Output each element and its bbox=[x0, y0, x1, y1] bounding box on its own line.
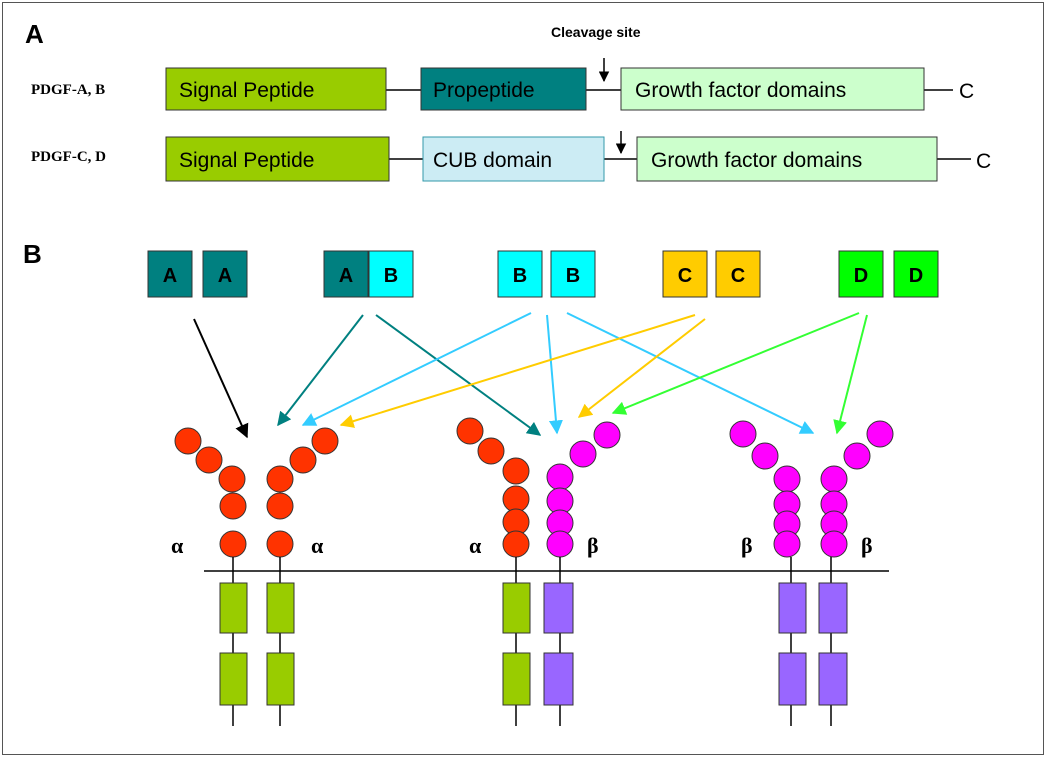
kinase-domain bbox=[543, 582, 574, 706]
kinase-domain bbox=[219, 582, 295, 706]
cub-domain-block bbox=[422, 136, 605, 182]
ligand-chain-label: C bbox=[678, 265, 692, 287]
ligand-chain-label: B bbox=[566, 265, 580, 287]
block-label: Propeptide bbox=[433, 79, 535, 102]
arrow-dd-to-beta-beta bbox=[833, 314, 868, 435]
ligand-chain-label: C bbox=[731, 265, 745, 287]
panel-a-label: A bbox=[25, 19, 44, 49]
growth-factor-block bbox=[620, 67, 925, 111]
block-label: Growth factor domains bbox=[651, 149, 862, 172]
block-label: Signal Peptide bbox=[179, 79, 314, 102]
kinase-domain bbox=[502, 582, 531, 706]
receptor-beta-beta: β β bbox=[729, 420, 894, 726]
arrow-bb-to-alpha-alpha bbox=[301, 312, 532, 426]
kinase-domain bbox=[778, 582, 848, 706]
arrow-cc-to-alpha-alpha bbox=[339, 314, 696, 428]
chain-label: α bbox=[171, 533, 184, 558]
arrow-bb-to-alpha-beta bbox=[546, 314, 563, 435]
ig-domain-chain bbox=[456, 417, 530, 558]
chain-label: β bbox=[587, 533, 599, 558]
growth-factor-block bbox=[636, 136, 938, 182]
arrow-cc-to-alpha-beta bbox=[577, 318, 706, 418]
row-label: PDGF-A, B bbox=[31, 82, 105, 98]
row-label: PDGF-C, D bbox=[31, 149, 106, 165]
chain-label: α bbox=[311, 533, 324, 558]
ligand-dimer-dd: D D bbox=[838, 250, 939, 298]
domain-row-pdgf-ab: PDGF-A, B Signal Peptide Propeptide Grow… bbox=[31, 58, 974, 111]
cleavage-site-label: Cleavage site bbox=[551, 24, 641, 40]
c-terminus-label: C bbox=[976, 150, 991, 173]
arrow-dd-to-alpha-beta bbox=[611, 312, 860, 415]
arrow-ab-to-alpha-alpha bbox=[277, 314, 364, 427]
chain-label: β bbox=[741, 533, 753, 558]
ligand-dimer-aa: A A bbox=[147, 250, 248, 298]
propeptide-block bbox=[420, 67, 587, 111]
arrow-bb-to-beta-beta bbox=[566, 312, 815, 434]
panel-b-label: B bbox=[23, 239, 42, 269]
ligand-chain-label: D bbox=[909, 265, 923, 287]
binding-arrows bbox=[193, 312, 868, 439]
arrow-aa-to-alpha-alpha bbox=[193, 318, 249, 439]
ig-domain-chain bbox=[546, 421, 621, 558]
ligand-chain-label: B bbox=[513, 265, 527, 287]
c-terminus-label: C bbox=[959, 80, 974, 103]
ig-domain-chain bbox=[729, 420, 894, 558]
block-label: Growth factor domains bbox=[635, 79, 846, 102]
receptor-alpha-alpha: α α bbox=[171, 427, 339, 726]
ig-domain-chain bbox=[174, 427, 339, 558]
ligand-chain-label: A bbox=[218, 265, 232, 287]
ligand-chain-label: D bbox=[854, 265, 868, 287]
block-label: CUB domain bbox=[433, 149, 552, 172]
block-label: Signal Peptide bbox=[179, 149, 314, 172]
signal-peptide-block bbox=[165, 136, 390, 182]
ligand-dimer-bb: B B bbox=[497, 250, 596, 298]
arrow-ab-to-alpha-beta bbox=[375, 314, 542, 436]
domain-row-pdgf-cd: PDGF-C, D Signal Peptide CUB domain Grow… bbox=[31, 131, 991, 182]
ligand-chain-label: B bbox=[384, 265, 398, 287]
ligand-chain-label: A bbox=[339, 265, 353, 287]
ligand-chain-label: A bbox=[163, 265, 177, 287]
ligand-dimer-cc: C C bbox=[662, 250, 761, 298]
ligand-dimer-ab: A B bbox=[323, 250, 414, 298]
chain-label: β bbox=[861, 533, 873, 558]
chain-label: α bbox=[469, 533, 482, 558]
figure-canvas: A Cleavage site PDGF-A, B Signal Peptide… bbox=[23, 19, 991, 726]
receptor-alpha-beta: α β bbox=[456, 417, 621, 726]
signal-peptide-block bbox=[165, 67, 387, 111]
